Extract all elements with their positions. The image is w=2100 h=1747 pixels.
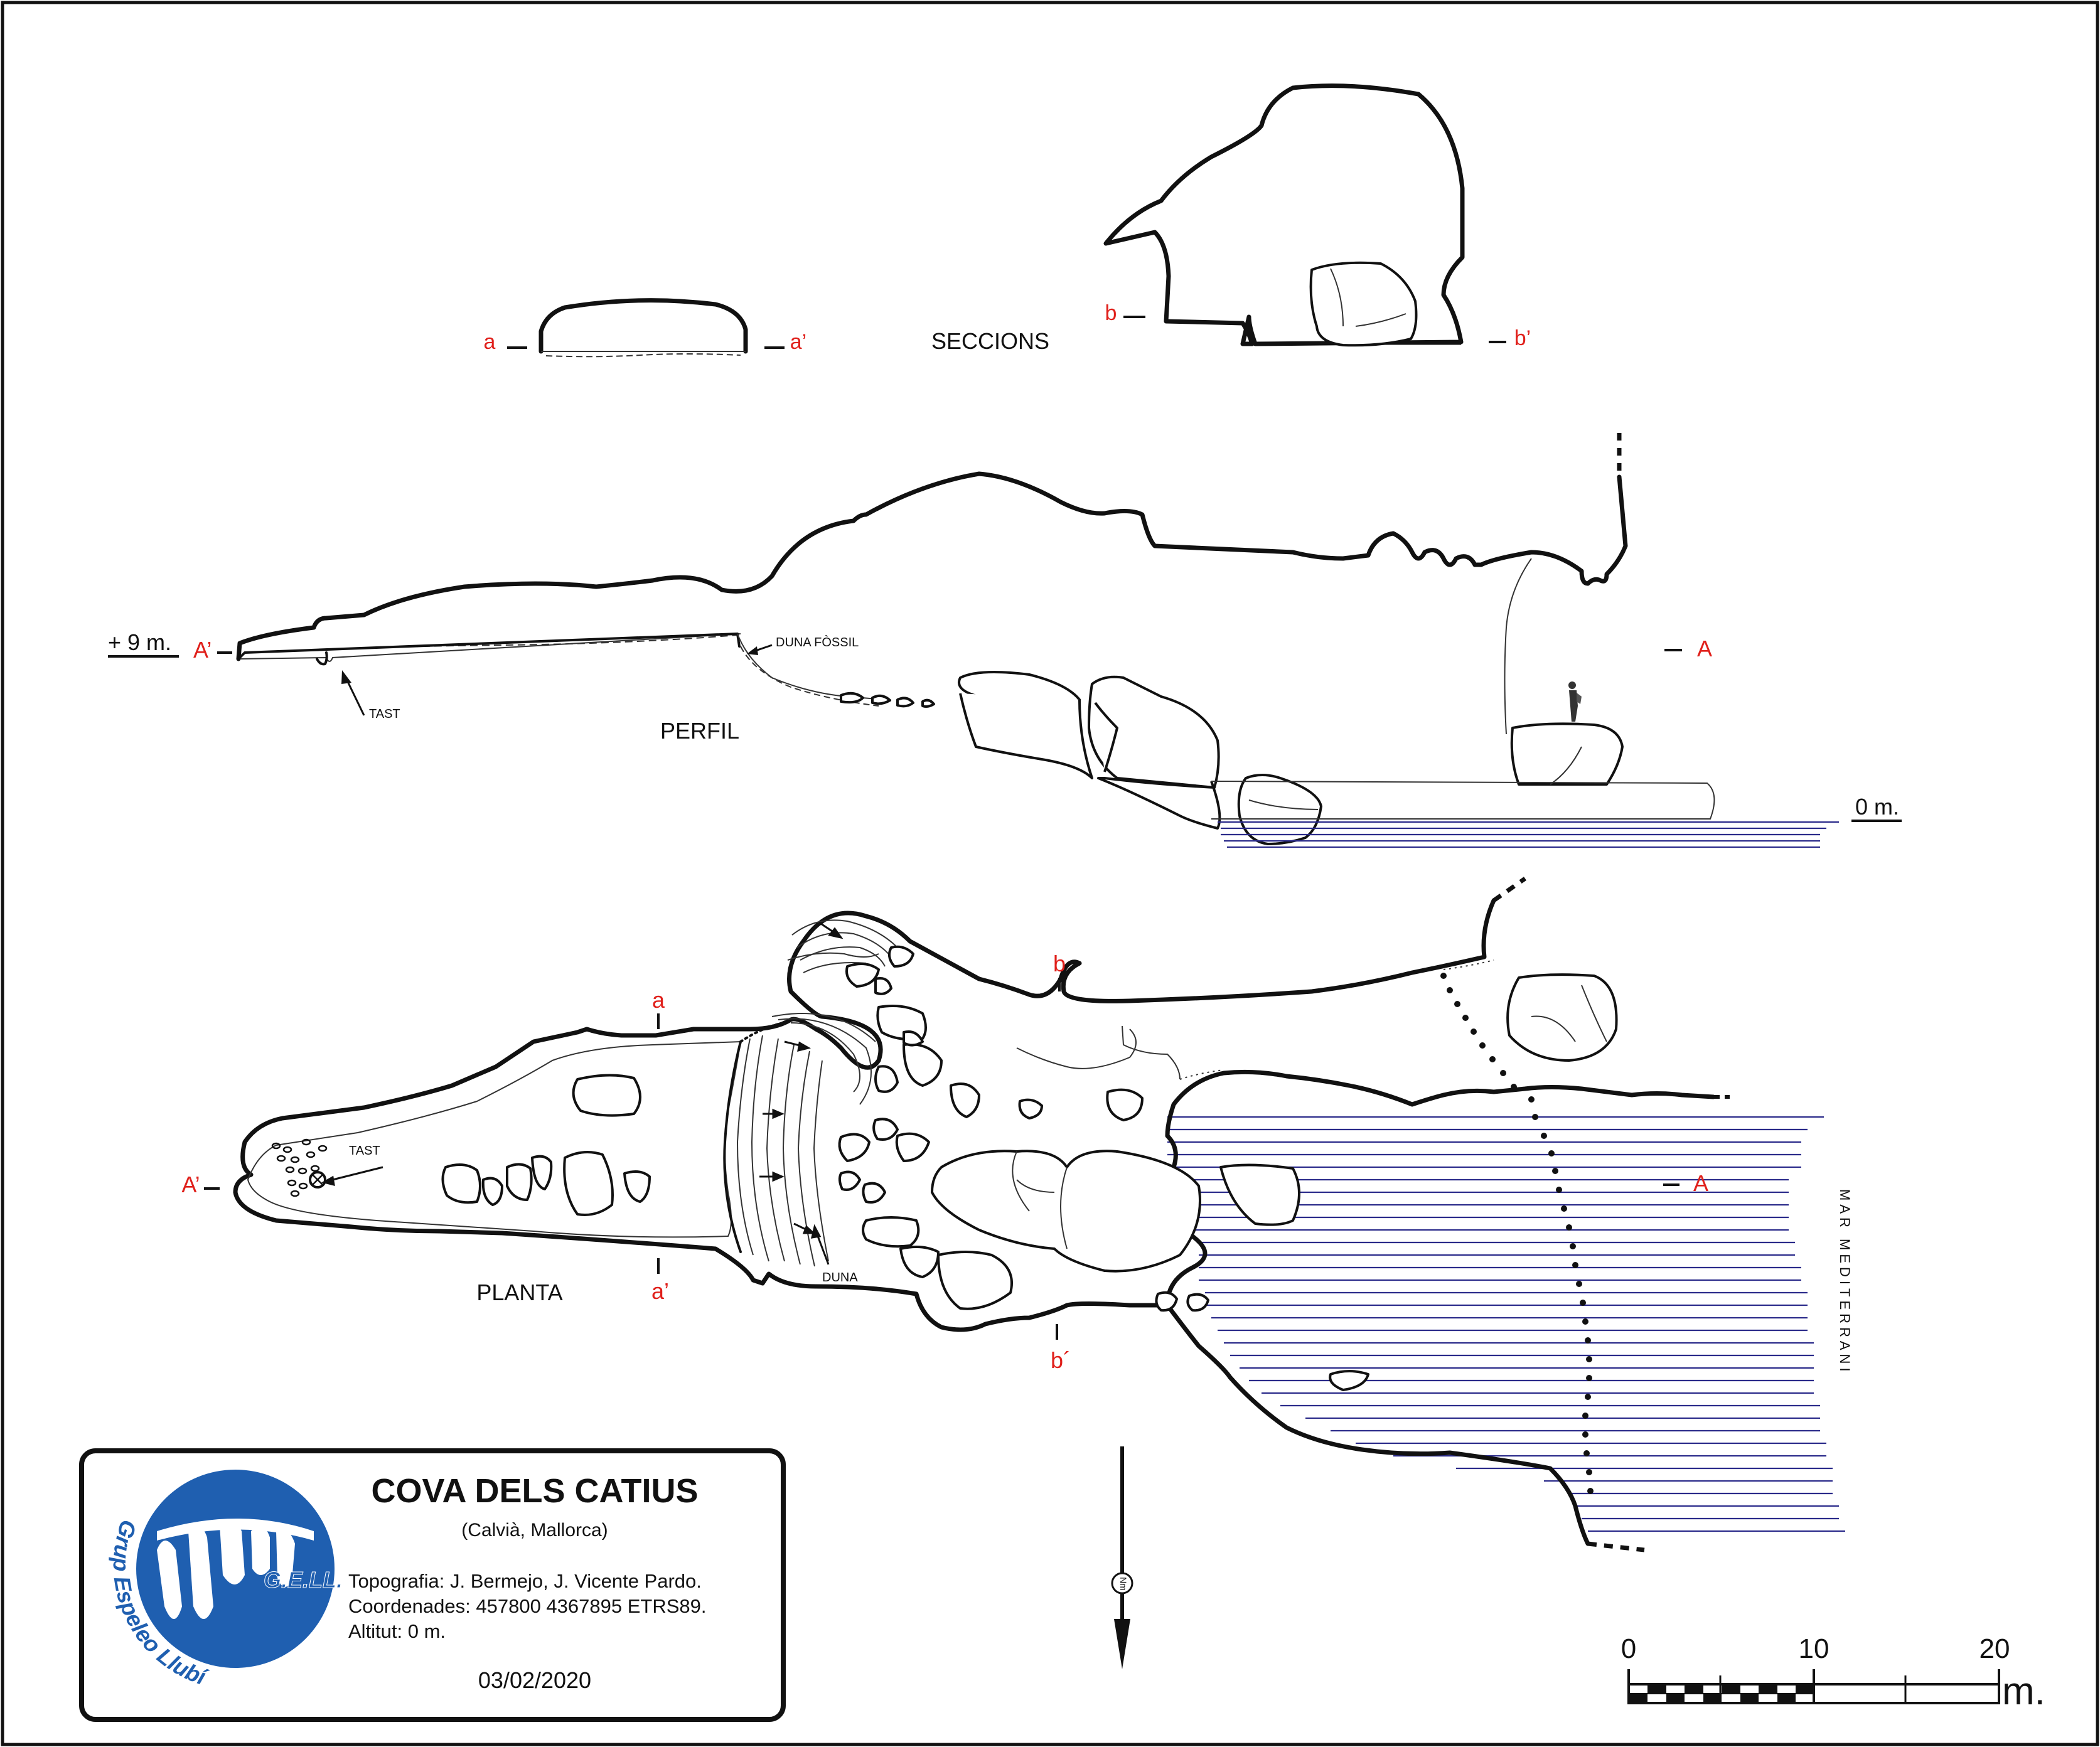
credit-altitude: Altitut: 0 m. [348, 1620, 446, 1642]
credit-topography: Topografia: J. Bermejo, J. Vicente Pardo… [348, 1570, 702, 1592]
logo-short-label: G.E.LL. [264, 1567, 343, 1593]
scale-unit: m. [2002, 1670, 2045, 1713]
profile-elevation-top: + 9 m. [108, 629, 171, 655]
profile-section: + 9 m. A’ 0 m. A TAST DUNA FÒSSIL PERFIL [108, 433, 1902, 848]
plan-dotted-line [1440, 973, 1594, 1494]
plan-sec-a-label: a [652, 987, 665, 1013]
section-b-right-label: b’ [1514, 326, 1531, 350]
plan-tast-label: TAST [349, 1144, 380, 1158]
scale-tick-20: 20 [1979, 1633, 2010, 1664]
plan-sec-a-prime-label: a’ [651, 1278, 669, 1304]
sections-title: SECCIONS [931, 328, 1049, 354]
profile-water-lines [1218, 821, 1839, 848]
section-a: a a’ [484, 298, 806, 358]
profile-a-label: A [1697, 636, 1712, 661]
profile-duna-fossil-label: DUNA FÒSSIL [776, 635, 859, 649]
dune-contours [736, 919, 898, 1267]
title-box: G.E.LL. Grup Espeleo Llubí COVA DELS CAT… [79, 1448, 786, 1722]
plan-a-label: A [1693, 1170, 1708, 1196]
profile-a-prime-label: A’ [193, 637, 212, 663]
cave-location: (Calvià, Mallorca) [461, 1520, 608, 1541]
credit-coordinates: Coordenades: 457800 4367895 ETRS89. [348, 1595, 707, 1617]
plan-duna-label: DUNA [822, 1271, 858, 1285]
plan-sec-b-label: b [1053, 951, 1066, 976]
north-arrow: Nm [1111, 1446, 1133, 1669]
plan-a-prime-label: A’ [181, 1172, 200, 1197]
scale-tick-0: 0 [1621, 1633, 1636, 1664]
tast-pits [271, 1138, 328, 1197]
section-a-right-label: a’ [790, 330, 806, 354]
plan-title: PLANTA [476, 1280, 562, 1305]
plan-view: A’ TAST a a’ b b´ A DUNA PLANTA MAR MEDI… [181, 877, 1853, 1552]
profile-elevation-zero: 0 m. [1855, 794, 1899, 820]
cave-title: COVA DELS CATIUS [371, 1472, 698, 1510]
dune-arrows [321, 921, 844, 1265]
survey-date: 03/02/2020 [478, 1667, 591, 1693]
profile-title: PERFIL [660, 718, 739, 744]
section-a-left-label: a [484, 330, 496, 354]
sea-label: MAR MEDITERRANI [1837, 1189, 1853, 1376]
plan-sec-b-prime-label: b´ [1051, 1347, 1071, 1373]
section-b-left-label: b [1105, 301, 1117, 325]
person-figure [1568, 681, 1582, 722]
profile-tast-label: TAST [369, 707, 400, 721]
scale-bar: 0 10 20 m. [1621, 1633, 2045, 1713]
north-label: Nm [1118, 1577, 1128, 1591]
section-b: b b’ [1103, 83, 1531, 350]
scale-tick-10: 10 [1799, 1633, 1829, 1664]
